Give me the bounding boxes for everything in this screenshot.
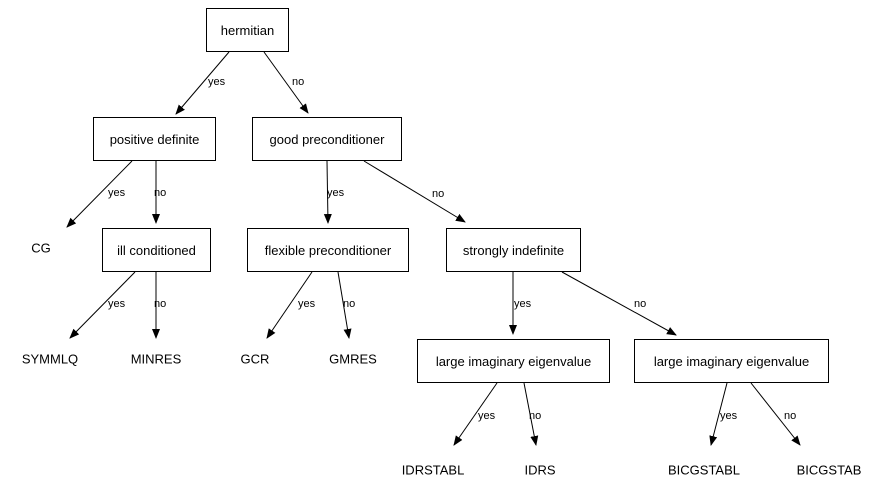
edge-flexible-preconditioner-to-gmres	[337, 271, 352, 339]
decision-node-positive-definite: positive definite	[93, 117, 216, 161]
edge-label-yes-hermitian-to-positive-definite: yes	[208, 76, 226, 88]
edge-large-imaginary-eigenvalue-2-to-bicgstabl	[709, 382, 728, 446]
edge-large-imaginary-eigenvalue-2-to-bicgstab	[750, 382, 801, 446]
edge-flexible-preconditioner-to-gcr	[266, 271, 313, 339]
leaf-node-cg: CG	[31, 240, 51, 256]
decision-node-hermitian: hermitian	[206, 8, 289, 52]
decision-node-good-preconditioner: good preconditioner	[252, 117, 402, 161]
edge-label-yes-large-imaginary-eigenvalue-2-to-bicgstabl: yes	[720, 410, 738, 422]
edge-large-imaginary-eigenvalue-1-to-idrstabl	[453, 382, 498, 446]
edge-strongly-indefinite-to-large-imaginary-eigenvalue-2	[561, 271, 677, 336]
edge-label-yes-large-imaginary-eigenvalue-1-to-idrstabl: yes	[478, 410, 496, 422]
edge-label-no-strongly-indefinite-to-large-imaginary-eigenvalue-2: no	[634, 298, 647, 310]
decision-node-large-imaginary-eigenvalue-1: large imaginary eigenvalue	[417, 339, 610, 383]
leaf-node-minres: MINRES	[130, 351, 182, 367]
edge-label-no-hermitian-to-good-preconditioner: no	[292, 76, 305, 88]
leaf-node-gcr: GCR	[240, 351, 270, 367]
edge-good-preconditioner-to-strongly-indefinite	[363, 160, 466, 223]
leaf-node-idrs: IDRS	[524, 462, 556, 478]
leaf-node-bicgstab: BICGSTAB	[796, 462, 862, 478]
edge-label-yes-flexible-preconditioner-to-gcr: yes	[298, 298, 316, 310]
decision-node-flexible-preconditioner: flexible preconditioner	[247, 228, 409, 272]
edge-label-yes-good-preconditioner-to-flexible-preconditioner: yes	[327, 187, 345, 199]
edge-large-imaginary-eigenvalue-1-to-idrs	[523, 382, 539, 446]
edge-label-no-large-imaginary-eigenvalue-1-to-idrs: no	[529, 410, 542, 422]
edge-label-no-large-imaginary-eigenvalue-2-to-bicgstab: no	[784, 410, 797, 422]
edge-ill-conditioned-to-symmlq	[69, 271, 136, 339]
edge-hermitian-to-good-preconditioner	[263, 51, 309, 114]
leaf-node-symmlq: SYMMLQ	[21, 351, 79, 367]
edge-label-no-good-preconditioner-to-strongly-indefinite: no	[432, 188, 445, 200]
leaf-node-idrstabl: IDRSTABL	[401, 462, 465, 478]
decision-node-strongly-indefinite: strongly indefinite	[446, 228, 581, 272]
edge-label-no-ill-conditioned-to-minres: no	[154, 298, 167, 310]
edge-label-no-flexible-preconditioner-to-gmres: no	[343, 298, 356, 310]
edge-hermitian-to-positive-definite	[175, 51, 230, 115]
edge-label-yes-ill-conditioned-to-symmlq: yes	[108, 298, 126, 310]
edge-label-no-positive-definite-to-ill-conditioned: no	[154, 187, 167, 199]
edge-positive-definite-to-cg	[66, 160, 133, 228]
edge-label-yes-strongly-indefinite-to-large-imaginary-eigenvalue-1: yes	[514, 298, 532, 310]
edge-label-yes-positive-definite-to-cg: yes	[108, 187, 126, 199]
decision-node-ill-conditioned: ill conditioned	[102, 228, 211, 272]
leaf-node-bicgstabl: BICGSTABL	[667, 462, 741, 478]
leaf-node-gmres: GMRES	[329, 351, 377, 367]
edge-good-preconditioner-to-flexible-preconditioner	[323, 160, 332, 224]
decision-node-large-imaginary-eigenvalue-2: large imaginary eigenvalue	[634, 339, 829, 383]
